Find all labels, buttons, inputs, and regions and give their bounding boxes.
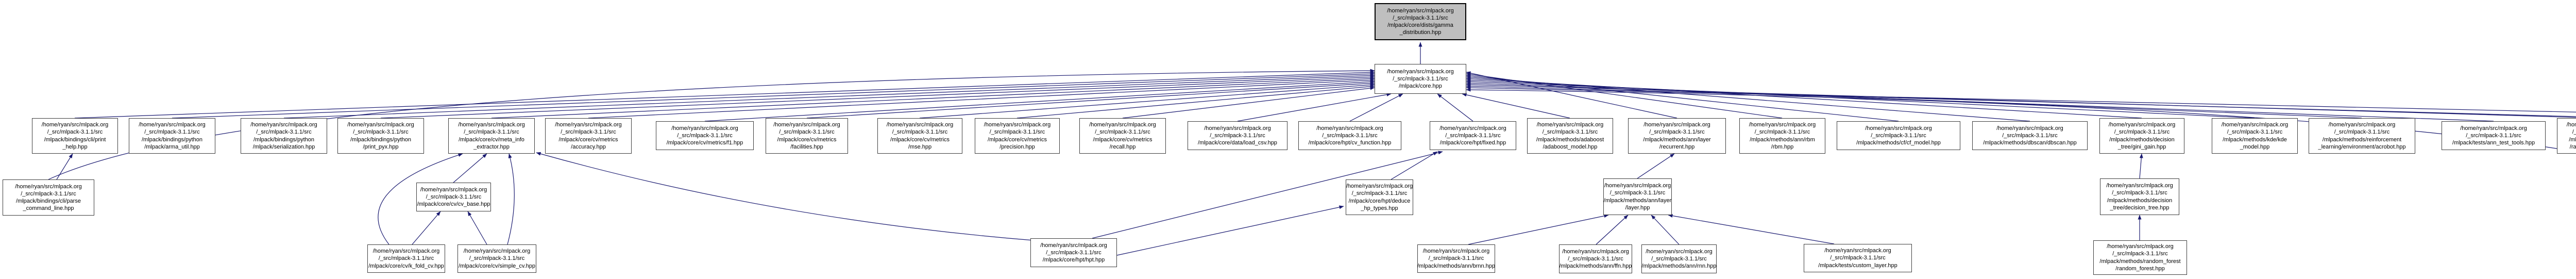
graph-node-cf_model[interactable]: /home/ryan/src/mlpack.org /_src/mlpack-3… [1837,121,1960,150]
edge-rnn-to-layer [1651,215,1680,245]
edge-print_pyx-to-core [380,75,1375,119]
edge-accuracy-to-core [588,78,1375,119]
edge-ffn-to-layer [1596,215,1629,245]
graph-node-recurrent[interactable]: /home/ryan/src/mlpack.org /_src/mlpack-3… [1628,118,1726,154]
graph-node-layer[interactable]: /home/ryan/src/mlpack.org /_src/mlpack-3… [1603,178,1672,215]
graph-node-kde_model[interactable]: /home/ryan/src/mlpack.org /_src/mlpack-3… [2212,118,2298,154]
graph-node-core[interactable]: /home/ryan/src/mlpack.org /_src/mlpack-3… [1375,64,1466,94]
edge-hpt-to-deduce_hp_types [1116,205,1344,256]
edge-test_function_tools-to-core [1466,86,2576,112]
graph-node-load_csv[interactable]: /home/ryan/src/mlpack.org /_src/mlpack-3… [1188,121,1287,150]
edge-range_search_utils-to-core [1466,83,2576,118]
edge-cv_base-to-meta_info_extractor [453,153,487,183]
edge-print_help-to-core [74,70,1375,119]
edge-test_tools-to-core [1466,84,2576,117]
graph-node-facilities[interactable]: /home/ryan/src/mlpack.org /_src/mlpack-3… [766,118,848,154]
graph-node-gamma_distribution: /home/ryan/src/mlpack.org /_src/mlpack-3… [1375,3,1466,40]
graph-node-accuracy[interactable]: /home/ryan/src/mlpack.org /_src/mlpack-3… [545,118,632,154]
edge-brnn-to-layer [1468,214,1609,245]
graph-node-cv_base[interactable]: /home/ryan/src/mlpack.org /_src/mlpack-3… [416,183,491,211]
edge-custom_layer-to-layer [1668,214,1835,244]
edge-layer-to-recurrent [1637,153,1675,179]
graph-node-simple_cv[interactable]: /home/ryan/src/mlpack.org /_src/mlpack-3… [457,244,536,273]
edge-kde_model-to-core [1466,78,2255,119]
graph-node-range_search_utils[interactable]: /home/ryan/src/mlpack.org /_src/mlpack-3… [2557,118,2576,154]
graph-node-gini_gain[interactable]: /home/ryan/src/mlpack.org /_src/mlpack-3… [2099,118,2184,154]
edge-serialization_py-to-core [283,73,1375,119]
graph-node-precision[interactable]: /home/ryan/src/mlpack.org /_src/mlpack-3… [975,118,1060,154]
edge-cf_model-to-core [1466,74,1899,122]
edge-gini_gain-to-core [1466,77,2142,119]
edge-decision_tree-to-gini_gain [2139,153,2143,179]
graph-node-random_forest[interactable]: /home/ryan/src/mlpack.org /_src/mlpack-3… [2093,240,2187,275]
graph-node-acrobot[interactable]: /home/ryan/src/mlpack.org /_src/mlpack-3… [2309,118,2415,154]
graph-node-parse_command_line[interactable]: /home/ryan/src/mlpack.org /_src/mlpack-3… [3,179,94,216]
graph-node-rbm[interactable]: /home/ryan/src/mlpack.org /_src/mlpack-3… [1739,118,1825,154]
graph-node-brnn[interactable]: /home/ryan/src/mlpack.org /_src/mlpack-3… [1417,244,1495,273]
edge-ann_test_tools-to-core [1466,81,2494,122]
graph-node-ann_test_tools[interactable]: /home/ryan/src/mlpack.org /_src/mlpack-3… [2442,121,2546,150]
edge-precision-to-core [1016,85,1375,119]
edge-parse_command_line-to-print_help [56,153,73,180]
edge-cv_function-to-core [1349,93,1403,122]
edge-arma_util-to-core [172,72,1375,119]
edge-hpt-to-fixed [1092,151,1443,239]
edge-deduce_hp_types-to-fixed [1391,151,1438,180]
graph-node-cv_function[interactable]: /home/ryan/src/mlpack.org /_src/mlpack-3… [1298,121,1401,150]
edge-k_fold_cv-to-cv_base [412,211,441,245]
edge-mse-to-core [919,83,1375,119]
graph-node-dbscan[interactable]: /home/ryan/src/mlpack.org /_src/mlpack-3… [1972,121,2088,150]
edge-simple_cv-to-meta_info_extractor [507,153,515,245]
graph-node-deduce_hp_types[interactable]: /home/ryan/src/mlpack.org /_src/mlpack-3… [1346,179,1413,215]
graph-node-ffn[interactable]: /home/ryan/src/mlpack.org /_src/mlpack-3… [1559,244,1632,273]
edge-facilities-to-core [806,81,1375,119]
edge-simple_cv-to-cv_base [467,211,487,245]
edge-meta_info_extractor-to-core [491,76,1375,119]
edge-hpt-to-meta_info_extractor [536,152,1033,241]
edge-fixed-to-core [1437,93,1473,122]
graph-node-hpt[interactable]: /home/ryan/src/mlpack.org /_src/mlpack-3… [1030,238,1117,267]
graph-node-rnn[interactable]: /home/ryan/src/mlpack.org /_src/mlpack-3… [1641,244,1717,273]
graph-node-adaboost_model[interactable]: /home/ryan/src/mlpack.org /_src/mlpack-3… [1527,118,1613,154]
graph-node-fixed[interactable]: /home/ryan/src/mlpack.org /_src/mlpack-3… [1430,121,1516,150]
graph-node-recall[interactable]: /home/ryan/src/mlpack.org /_src/mlpack-3… [1079,118,1166,154]
edge-adaboost_model-to-core [1462,93,1570,119]
edge-k_fold_cv-to-meta_info_extractor [378,153,463,245]
graph-node-arma_util[interactable]: /home/ryan/src/mlpack.org /_src/mlpack-3… [129,118,215,154]
edge-f1-to-core [704,80,1375,122]
graph-node-meta_info_extractor[interactable]: /home/ryan/src/mlpack.org /_src/mlpack-3… [448,118,535,154]
graph-node-f1[interactable]: /home/ryan/src/mlpack.org /_src/mlpack-3… [656,121,754,150]
graph-node-k_fold_cv[interactable]: /home/ryan/src/mlpack.org /_src/mlpack-3… [367,244,445,273]
graph-node-mse[interactable]: /home/ryan/src/mlpack.org /_src/mlpack-3… [877,118,962,154]
graph-node-print_pyx[interactable]: /home/ryan/src/mlpack.org /_src/mlpack-3… [337,118,424,154]
graph-node-print_help[interactable]: /home/ryan/src/mlpack.org /_src/mlpack-3… [32,118,118,154]
graph-node-serialization_py[interactable]: /home/ryan/src/mlpack.org /_src/mlpack-3… [241,118,327,154]
graph-node-custom_layer[interactable]: /home/ryan/src/mlpack.org /_src/mlpack-3… [1804,244,1912,272]
graph-node-decision_tree[interactable]: /home/ryan/src/mlpack.org /_src/mlpack-3… [2100,178,2179,215]
edge-load_csv-to-core [1237,93,1392,122]
edge-recall-to-core [1122,86,1375,119]
